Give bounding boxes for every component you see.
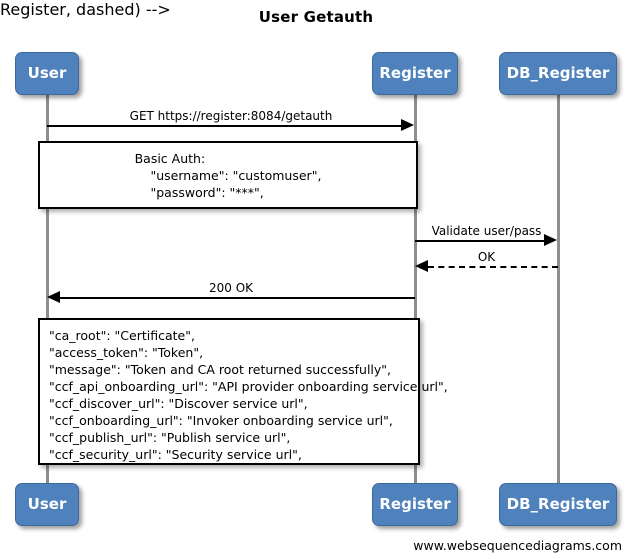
footer-watermark: www.websequencediagrams.com (413, 538, 622, 553)
response-payload-note: "ca_root": "Certificate", "access_token"… (38, 318, 448, 465)
lifeline-user (46, 95, 49, 486)
message-line-get-getauth (47, 125, 402, 127)
page-title: User Getauth (258, 8, 374, 26)
message-label-validate-user-pass: Validate user/pass (431, 224, 542, 238)
note-line: "ccf_onboarding_url": "Invoker onboardin… (49, 413, 393, 428)
actor-db-register-bottom[interactable]: DB_Register (499, 483, 617, 526)
note-line: "password": "***", (134, 185, 264, 200)
actor-user-top[interactable]: User (15, 52, 79, 95)
message-label-200-ok: 200 OK (208, 281, 254, 295)
message-label-ok: OK (477, 250, 496, 264)
note-line: "ca_root": "Certificate", (49, 328, 195, 343)
basic-auth-note: Basic Auth: "username": "customuser", "p… (38, 141, 418, 209)
note-line: "username": "customuser", (134, 168, 322, 183)
actor-register-top[interactable]: Register (372, 52, 458, 95)
note-line: "message": "Token and CA root returned s… (49, 362, 392, 377)
note-line: "ccf_api_onboarding_url": "API provider … (49, 379, 448, 394)
actor-register-bottom-label: Register (379, 495, 451, 513)
arrow-head-get-getauth (401, 119, 414, 131)
actor-register-bottom[interactable]: Register (372, 483, 458, 526)
message-line-200-ok (60, 297, 415, 299)
actor-db-register-top[interactable]: DB_Register (499, 52, 617, 95)
message-line-validate-user-pass (415, 240, 545, 242)
actor-user-bottom-label: User (27, 495, 67, 513)
lifeline-db-register (557, 95, 560, 486)
note-fold-inner-icon (404, 320, 418, 334)
actor-register-top-label: Register (379, 64, 451, 82)
note-line: "access_token": "Token", (49, 345, 204, 360)
message-line-ok (428, 266, 558, 268)
arrow-head-200-ok (47, 291, 60, 303)
note-line: "ccf_security_url": "Security service ur… (49, 447, 302, 462)
actor-user-top-label: User (27, 64, 67, 82)
note-line: "ccf_discover_url": "Discover service ur… (49, 396, 308, 411)
actor-user-bottom[interactable]: User (15, 483, 79, 526)
note-fold-inner-icon (402, 143, 416, 157)
message-label-get-getauth: GET https://register:8084/getauth (129, 109, 333, 123)
actor-db-register-top-label: DB_Register (506, 64, 610, 82)
arrow-head-validate-user-pass (544, 234, 557, 246)
note-line: Basic Auth: (134, 151, 206, 166)
arrow-head-ok (415, 260, 428, 272)
lifeline-register (414, 95, 417, 486)
actor-db-register-bottom-label: DB_Register (506, 495, 610, 513)
note-line: "ccf_publish_url": "Publish service url"… (49, 430, 291, 445)
